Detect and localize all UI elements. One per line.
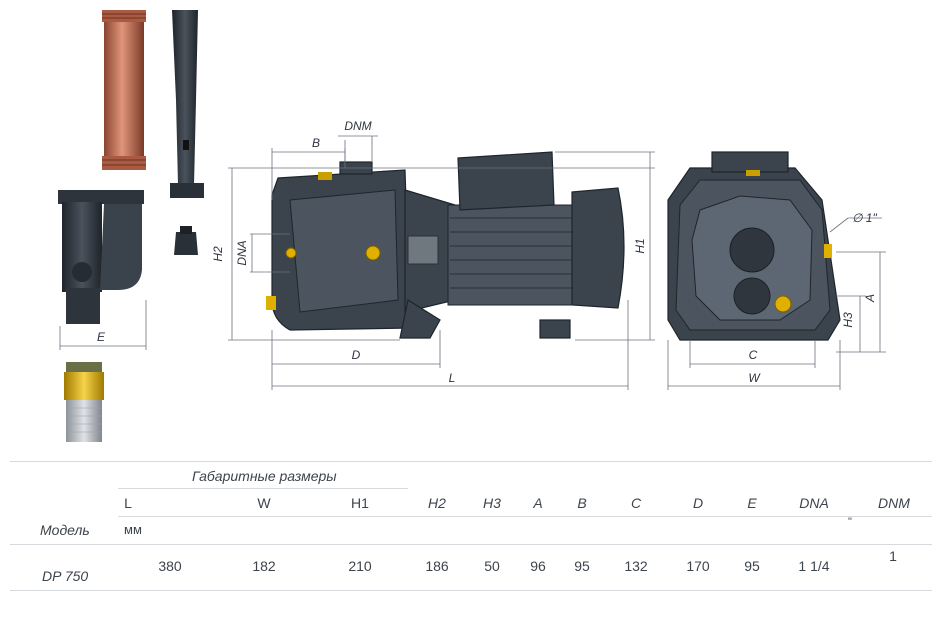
svg-text:E: E (97, 330, 106, 344)
row-label-header: Модель (40, 522, 90, 538)
group-header: Габаритные размеры (192, 468, 337, 484)
svg-text:W: W (748, 371, 761, 385)
value-A: 96 (530, 558, 546, 574)
col-header-H3: H3 (483, 495, 501, 511)
col-header-B: B (577, 495, 587, 511)
pump-front-view (667, 151, 841, 341)
svg-text:∅ 1": ∅ 1" (852, 211, 877, 225)
svg-text:H1: H1 (633, 238, 647, 253)
value-C: 132 (624, 558, 648, 574)
svg-text:A: A (863, 294, 877, 303)
pump-dimension-drawing: E B (58, 10, 886, 442)
value-H1: 210 (348, 558, 372, 574)
side-view-dimensions: B DNM H2 DNA H1 D L (211, 119, 655, 390)
front-view-dimensions: ∅ 1" A H3 C W (667, 211, 886, 390)
col-header-D: D (692, 495, 704, 511)
value-H2: 186 (425, 558, 449, 574)
svg-text:H3: H3 (841, 312, 855, 328)
stray-mark: " (848, 516, 852, 528)
foot-valve (64, 362, 104, 442)
value-D: 170 (686, 558, 710, 574)
col-header-W: W (257, 495, 271, 511)
value-L: 380 (158, 558, 182, 574)
svg-text:B: B (312, 136, 320, 150)
ejector-body (58, 190, 144, 324)
svg-text:C: C (749, 348, 758, 362)
svg-text:L: L (449, 371, 456, 385)
value-W: 182 (252, 558, 276, 574)
col-header-H1: H1 (351, 495, 369, 511)
dimension-E: E (59, 300, 147, 350)
col-header-C: C (630, 495, 642, 511)
svg-text:H2: H2 (211, 246, 225, 262)
dimensions-table: Габаритные размеры L W H1 H2 H3 A B C D … (0, 458, 941, 618)
svg-text:DNA: DNA (235, 240, 249, 265)
value-H3: 50 (484, 558, 500, 574)
col-header-H2: H2 (428, 495, 446, 511)
col-header-E: E (747, 495, 757, 511)
ejector-tube (170, 10, 204, 255)
value-B: 95 (574, 558, 590, 574)
svg-text:D: D (352, 348, 361, 362)
col-header-DNA: DNA (799, 495, 829, 511)
pump-side-view (266, 151, 625, 339)
unit-label: мм (124, 522, 142, 537)
copper-pipe (102, 10, 146, 170)
value-DNA: 1 1/4 (798, 558, 830, 574)
value-E: 95 (744, 558, 760, 574)
svg-text:DNM: DNM (344, 119, 371, 133)
col-header-L: L (124, 495, 132, 511)
col-header-DNM: DNM (878, 495, 910, 511)
col-header-A: A (533, 495, 543, 511)
value-DNM: 1 (889, 548, 897, 564)
model-name: DP 750 (42, 568, 89, 584)
